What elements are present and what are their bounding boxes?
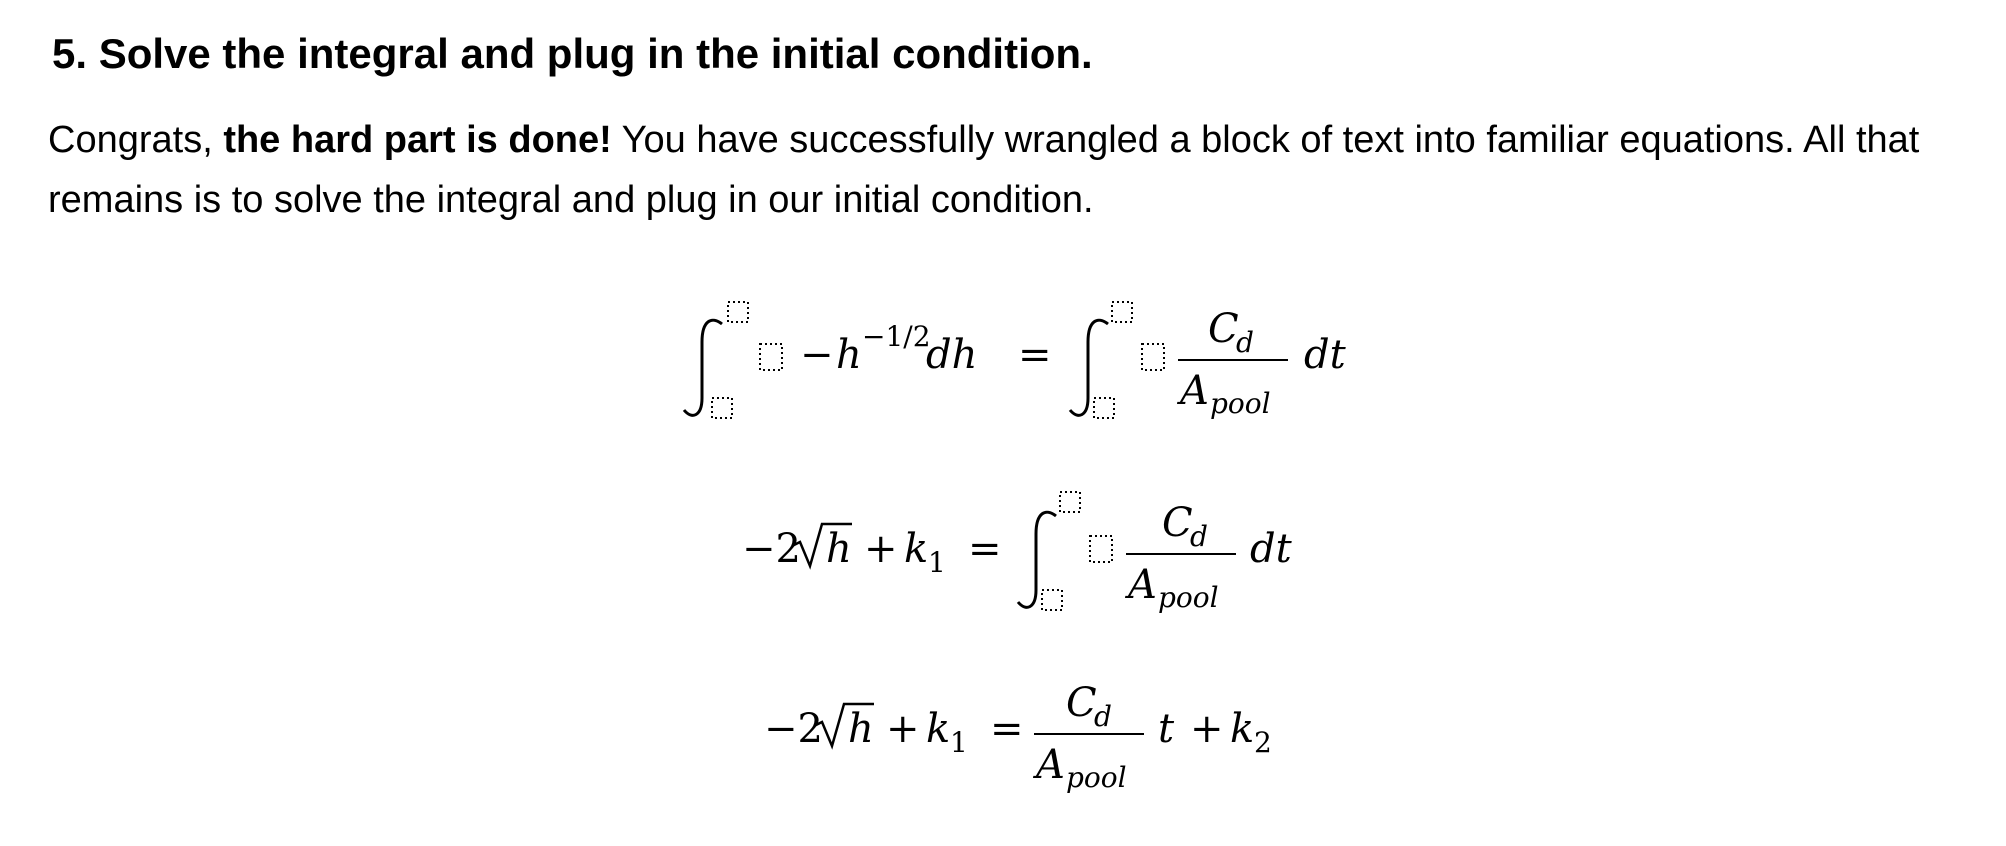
eq2-dt: dt xyxy=(1250,526,1293,572)
eq3-plus-2: + xyxy=(1190,706,1224,752)
fraction-denominator-sub: pool xyxy=(1210,387,1271,420)
upper-limit-placeholder xyxy=(1059,491,1081,513)
eq2-h: h xyxy=(826,526,852,572)
intro-paragraph: Congrats, the hard part is done! You hav… xyxy=(48,110,1988,230)
fraction-numerator-sub: d xyxy=(1236,326,1254,359)
upper-limit-placeholder xyxy=(1111,301,1133,323)
eq1-dt: dt xyxy=(1304,332,1347,378)
fraction-denominator-sub: pool xyxy=(1066,761,1127,794)
eq3-k-sub: 1 xyxy=(950,726,968,759)
eq3-k: k xyxy=(926,706,950,752)
eq2-k-sub: 1 xyxy=(928,546,946,579)
fraction-numerator-C: C xyxy=(1162,500,1193,546)
paragraph-bold-text: the hard part is done! xyxy=(223,119,612,161)
eq3-k2-sub: 2 xyxy=(1254,726,1272,759)
sqrt-sign xyxy=(813,702,874,750)
equation-2: −2 h + k 1 = C d A pool dt xyxy=(742,491,1293,614)
eq1-dh: dh xyxy=(926,332,977,378)
eq3-equals: = xyxy=(990,706,1024,752)
fraction-numerator-sub: d xyxy=(1094,700,1112,733)
equation-3: −2 h + k 1 = C d A pool t + k 2 xyxy=(764,680,1272,794)
eq2-equals: = xyxy=(968,526,1002,572)
eq3-t: t xyxy=(1158,706,1175,752)
fraction-numerator-sub: d xyxy=(1190,520,1208,553)
integrand-placeholder xyxy=(1089,535,1113,563)
eq1-h: h xyxy=(836,332,862,378)
fraction-numerator-C: C xyxy=(1208,306,1239,352)
eq3-plus: + xyxy=(886,706,920,752)
eq3-h: h xyxy=(848,706,874,752)
eq3-minus2: −2 xyxy=(764,706,823,752)
eq3-k2: k xyxy=(1230,706,1254,752)
paragraph-text-2: You have successfully wrangled a block o… xyxy=(48,119,1920,221)
fraction-denominator-A: A xyxy=(1032,742,1065,788)
fraction-denominator-A: A xyxy=(1176,368,1209,414)
eq1-equals: = xyxy=(1018,332,1052,378)
eq2-k: k xyxy=(904,526,928,572)
fraction-denominator-A: A xyxy=(1124,562,1157,608)
fraction-numerator-C: C xyxy=(1066,680,1097,726)
sqrt-sign xyxy=(791,522,852,570)
eq1-exponent: −1/2 xyxy=(862,320,931,353)
integral-sign-1 xyxy=(682,318,723,417)
eq1-minus: − xyxy=(800,332,834,378)
paragraph-text-1: Congrats, xyxy=(48,119,224,161)
integral-sign-3 xyxy=(1016,510,1057,609)
fraction-denominator-sub: pool xyxy=(1158,581,1219,614)
lower-limit-placeholder xyxy=(1093,397,1115,419)
eq2-plus: + xyxy=(864,526,898,572)
eq2-minus2: −2 xyxy=(742,526,801,572)
integrand-placeholder xyxy=(1141,343,1165,371)
equations-block: − h −1/2 dh = C d A pool dt −2 h + k 1 =… xyxy=(682,301,1347,794)
section-heading: 5. Solve the integral and plug in the in… xyxy=(52,30,1093,77)
upper-limit-placeholder xyxy=(727,301,749,323)
integrand-placeholder xyxy=(759,343,783,371)
lower-limit-placeholder xyxy=(1041,589,1063,611)
equation-1: − h −1/2 dh = C d A pool dt xyxy=(682,301,1347,420)
lower-limit-placeholder xyxy=(711,397,733,419)
integral-sign-2 xyxy=(1068,318,1109,417)
